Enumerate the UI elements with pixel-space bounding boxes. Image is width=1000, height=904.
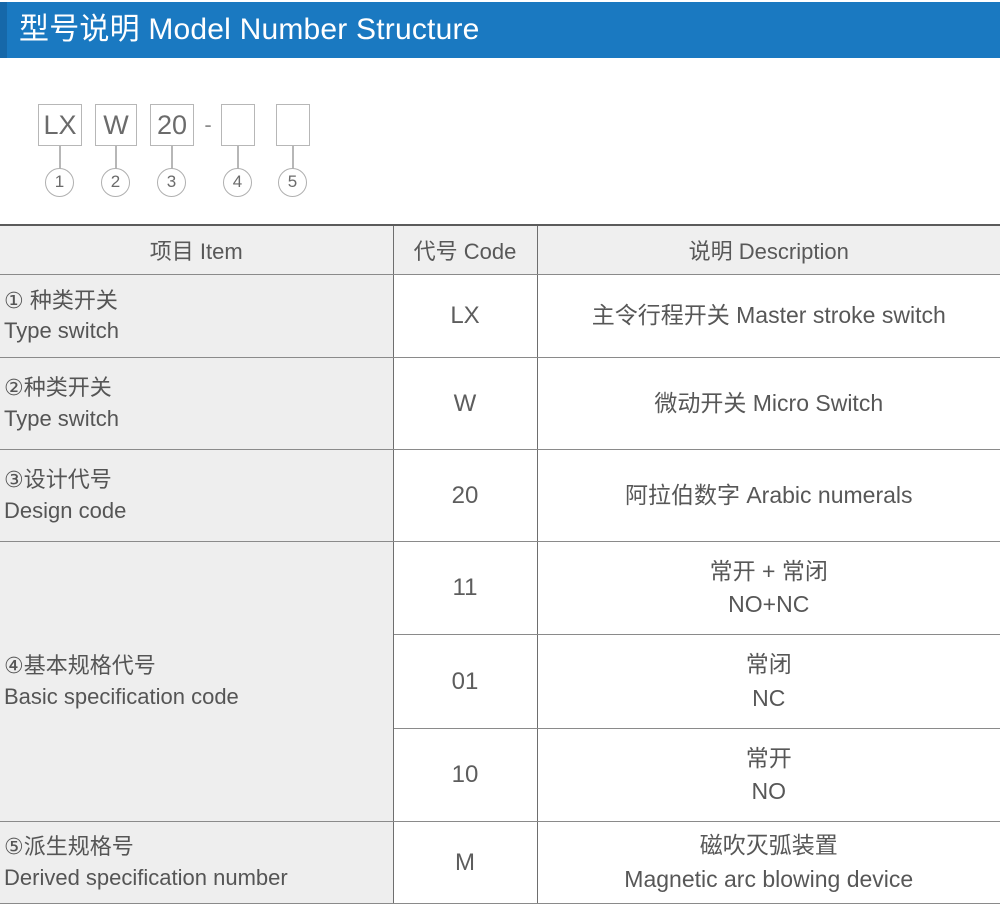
cell-description: 常开 + 常闭 NO+NC (537, 541, 1000, 635)
model-marker-2: 2 (101, 168, 130, 197)
cell-code: 10 (393, 728, 538, 822)
cell-description: 主令行程开关 Master stroke switch (537, 274, 1000, 358)
desc-line-1: 阿拉伯数字 Arabic numerals (624, 481, 913, 508)
cell-code: LX (393, 274, 538, 358)
item-label-en: Derived specification number (4, 864, 288, 890)
table-row: ②种类开关 Type switch W 微动开关 Micro Switch (0, 357, 1000, 450)
item-label-cn: ④基本规格代号 (4, 653, 156, 679)
cell-description: 常闭 NC (537, 634, 1000, 729)
model-separator-dash: - (204, 112, 212, 137)
desc-line-2: NO (751, 778, 787, 804)
table-row: ① 种类开关 Type switch LX 主令行程开关 Master stro… (0, 274, 1000, 358)
cell-description: 阿拉伯数字 Arabic numerals (537, 449, 1000, 542)
desc-line-1: 常开 + 常闭 (709, 557, 828, 584)
cell-item: ① 种类开关 Type switch (0, 274, 394, 358)
model-box-5 (276, 104, 310, 146)
desc-line-2: Magnetic arc blowing device (624, 865, 914, 892)
desc-line-1: 主令行程开关 Master stroke switch (591, 302, 946, 329)
model-stem-2 (115, 146, 117, 169)
model-number-diagram: LX W 20 - 1 2 3 4 5 (0, 58, 1000, 223)
cell-item: ③设计代号 Design code (0, 449, 394, 542)
cell-description: 磁吹灭弧装置 Magnetic arc blowing device (537, 821, 1000, 904)
table-row: ⑤派生规格号 Derived specification number M 磁吹… (0, 821, 1000, 904)
model-marker-3: 3 (157, 168, 186, 197)
column-header-description: 说明 Description (537, 225, 1000, 275)
model-stem-4 (237, 146, 239, 169)
table-row: ④基本规格代号 Basic specification code 11 常开 +… (0, 541, 1000, 822)
cell-item: ④基本规格代号 Basic specification code (0, 541, 394, 822)
column-header-item: 项目 Item (0, 225, 394, 275)
cell-code: 11 (393, 541, 538, 635)
desc-line-1: 常闭 (745, 651, 792, 678)
page-title-bar: 型号说明 Model Number Structure (0, 2, 1000, 58)
column-header-code: 代号 Code (393, 225, 538, 275)
desc-line-1: 常开 (745, 744, 792, 771)
item-label-cn: ②种类开关 (4, 375, 112, 401)
model-marker-1: 1 (45, 168, 74, 197)
model-stem-1 (59, 146, 61, 169)
model-box-3: 20 (150, 104, 194, 146)
desc-line-2: NO+NC (728, 591, 810, 617)
table-row: ③设计代号 Design code 20 阿拉伯数字 Arabic numera… (0, 449, 1000, 542)
page-title: 型号说明 Model Number Structure (19, 13, 480, 46)
title-bar-accent (0, 2, 7, 58)
desc-line-2: NC (752, 684, 786, 711)
item-label-cn: ① 种类开关 (4, 287, 118, 313)
model-marker-4: 4 (223, 168, 252, 197)
model-box-4 (221, 104, 255, 146)
cell-item: ⑤派生规格号 Derived specification number (0, 821, 394, 904)
cell-code: W (393, 357, 538, 450)
model-code-table: 项目 Item 代号 Code 说明 Description ① 种类开关 Ty… (0, 224, 1000, 904)
model-box-2: W (95, 104, 137, 146)
cell-item: ②种类开关 Type switch (0, 357, 394, 450)
item-label-en: Type switch (4, 318, 119, 343)
item-label-en: Type switch (4, 405, 119, 431)
item-label-cn: ③设计代号 (4, 467, 112, 493)
cell-description: 常开 NO (537, 728, 1000, 822)
desc-line-1: 微动开关 Micro Switch (654, 389, 884, 416)
item-label-en: Design code (4, 497, 127, 523)
item-label-cn: ⑤派生规格号 (4, 834, 134, 860)
cell-code: 01 (393, 634, 538, 729)
cell-description: 微动开关 Micro Switch (537, 357, 1000, 450)
table-row: 10 常开 NO (0, 728, 1000, 822)
model-marker-5: 5 (278, 168, 307, 197)
cell-code: 20 (393, 449, 538, 542)
table-row: 01 常闭 NC (0, 634, 1000, 729)
model-box-1: LX (38, 104, 82, 146)
model-stem-5 (292, 146, 294, 169)
table-header-row: 项目 Item 代号 Code 说明 Description (0, 225, 1000, 275)
desc-line-1: 磁吹灭弧装置 (699, 832, 838, 859)
item-label-en: Basic specification code (4, 683, 239, 709)
cell-code: M (393, 821, 538, 904)
model-stem-3 (171, 146, 173, 169)
